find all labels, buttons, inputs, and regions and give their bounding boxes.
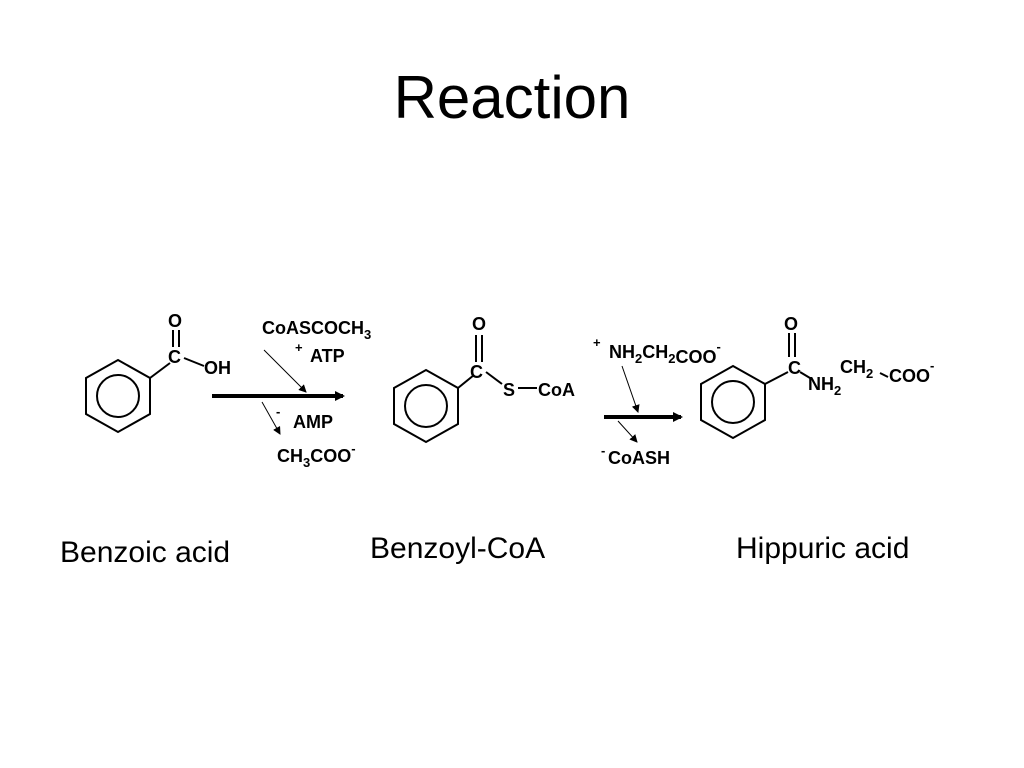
benzene-ring (700, 364, 766, 440)
benzene-ring-inner (96, 374, 140, 418)
ring-carbon-bond (457, 374, 475, 389)
hippuric-acid-structure: O C NH2 CH2 COO- (700, 314, 934, 440)
acetyl-coa-main: CoASCOCH (262, 318, 364, 338)
step1-minus-sign: - (276, 404, 280, 419)
step2-in-arrow (621, 365, 640, 413)
benzoyl-coa-name: Benzoyl-CoA (370, 532, 545, 565)
benzene-ring (393, 368, 459, 444)
benzoyl-sulfur-label: S (503, 380, 515, 400)
glycine-coo: COO (675, 347, 716, 367)
ring-carbon-bond (764, 371, 789, 385)
methylene-carboxylate-bond (879, 372, 889, 378)
methylene-ch: CH (840, 357, 866, 377)
benzoic-carbon-label: C (168, 347, 181, 367)
benzoyl-oxygen-label: O (472, 314, 486, 334)
acetate-subscript: 3 (303, 455, 310, 470)
hippuric-methylene-label: CH2 (840, 357, 873, 381)
benzoyl-carbon-label: C (470, 362, 483, 382)
carbon-oh-bond (183, 357, 205, 367)
amine-subscript: 2 (834, 383, 841, 398)
hippuric-carboxylate-label: COO- (889, 358, 934, 386)
glycine-nh: NH (609, 342, 635, 362)
step2-product-coash: CoASH (608, 448, 670, 468)
hippuric-amine-label: NH2 (808, 374, 841, 398)
benzoic-acid-name: Benzoic acid (60, 536, 230, 569)
step2-plus-sign: + (593, 335, 601, 350)
acetate-coo: COO (310, 446, 351, 466)
hippuric-acid-name: Hippuric acid (736, 532, 909, 565)
carboxylate-coo: COO (889, 366, 930, 386)
amine-nh: NH (808, 374, 834, 394)
carboxylate-charge: - (930, 358, 934, 373)
step1-labels: CoASCOCH3 + ATP - AMP CH3COO- (262, 318, 371, 470)
hippuric-oxygen-label: O (784, 314, 798, 334)
benzene-ring-inner (404, 384, 448, 428)
benzoic-oxygen-label: O (168, 311, 182, 331)
step2-arrows (604, 365, 683, 443)
benzene-ring (85, 358, 151, 434)
step1-reagent-acetyl-coa: CoASCOCH3 (262, 318, 371, 342)
hippuric-carbon-label: C (788, 358, 801, 378)
benzene-ring-inner (711, 380, 755, 424)
step1-product-amp: AMP (293, 412, 333, 432)
step1-arrows (212, 349, 345, 435)
step2-minus-sign: - (601, 443, 605, 458)
step1-out-arrow (261, 401, 281, 435)
step1-in-arrow (263, 349, 307, 393)
benzoyl-coa-label: CoA (538, 380, 575, 400)
glycine-ch: CH (642, 342, 668, 362)
benzoic-hydroxyl-label: OH (204, 358, 231, 378)
carbon-nitrogen-bond (799, 371, 811, 379)
glycine-subscript-1: 2 (635, 351, 642, 366)
acetyl-coa-subscript: 3 (364, 327, 371, 342)
step1-product-acetate: CH3COO- (277, 441, 356, 470)
ring-carbon-bond (149, 362, 171, 379)
step2-labels: + NH2CH2COO- - CoASH (593, 335, 721, 468)
glycine-subscript-2: 2 (668, 351, 675, 366)
acetate-charge: - (351, 441, 355, 456)
step2-reagent-glycine: NH2CH2COO- (609, 339, 721, 367)
methylene-subscript: 2 (866, 366, 873, 381)
step1-plus-sign: + (295, 340, 303, 355)
benzoic-acid-structure: O C OH (85, 311, 231, 434)
step1-reagent-atp: ATP (310, 346, 345, 366)
glycine-charge: - (716, 339, 720, 354)
acetate-ch: CH (277, 446, 303, 466)
benzoyl-coa-structure: O C S CoA (393, 314, 575, 444)
carbon-sulfur-bond (485, 371, 503, 385)
step2-out-arrow (617, 420, 638, 443)
page-title: Reaction (393, 64, 631, 131)
